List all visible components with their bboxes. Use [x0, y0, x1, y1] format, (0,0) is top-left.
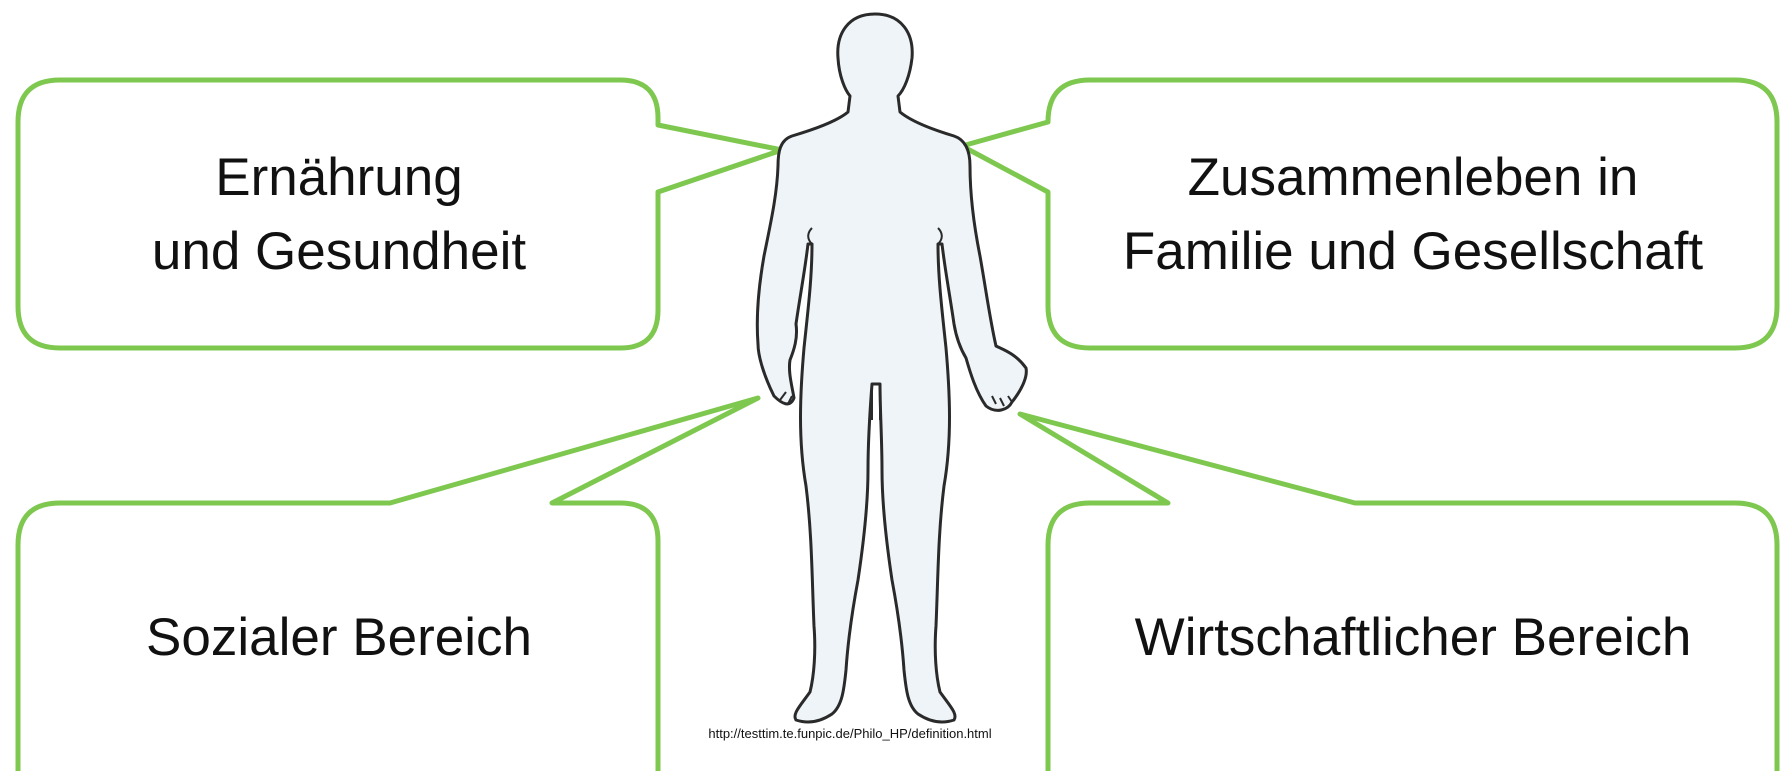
label-family-society-line2: Familie und Gesellschaft — [1123, 215, 1703, 289]
label-family-society: Zusammenleben in Familie und Gesellschaf… — [1048, 80, 1778, 350]
source-url-caption: http://testtim.te.funpic.de/Philo_HP/def… — [650, 726, 1050, 741]
label-social-line1: Sozialer Bereich — [146, 601, 532, 675]
label-economic: Wirtschaftlicher Bereich — [1048, 503, 1778, 773]
human-figure — [757, 14, 1026, 722]
label-economic-line1: Wirtschaftlicher Bereich — [1135, 601, 1692, 675]
label-nutrition-health: Ernährung und Gesundheit — [18, 80, 660, 350]
human-figure-outline — [757, 14, 1026, 722]
label-nutrition-health-line2: und Gesundheit — [152, 215, 526, 289]
label-social: Sozialer Bereich — [18, 503, 660, 773]
label-nutrition-health-line1: Ernährung — [215, 141, 463, 215]
label-family-society-line1: Zusammenleben in — [1188, 141, 1639, 215]
